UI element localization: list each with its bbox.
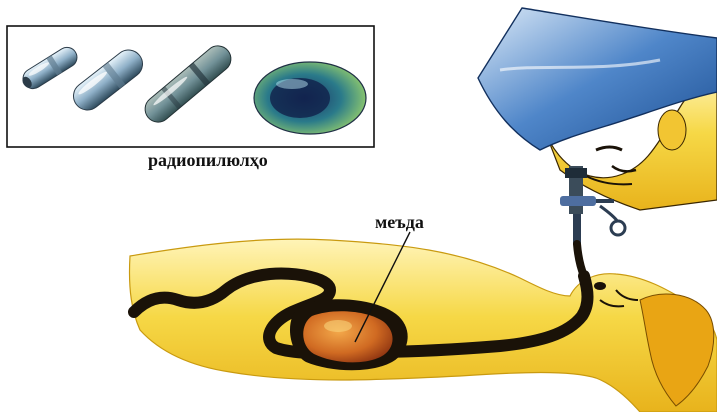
capsules-caption: радиопилюлҳо [148,150,268,171]
capsules-panel [7,26,374,147]
body-silhouette [129,239,717,412]
organ-label: меъда [375,212,424,233]
capsule-disc [254,62,366,134]
doctor-figure [478,8,717,210]
patient-body [129,232,717,412]
